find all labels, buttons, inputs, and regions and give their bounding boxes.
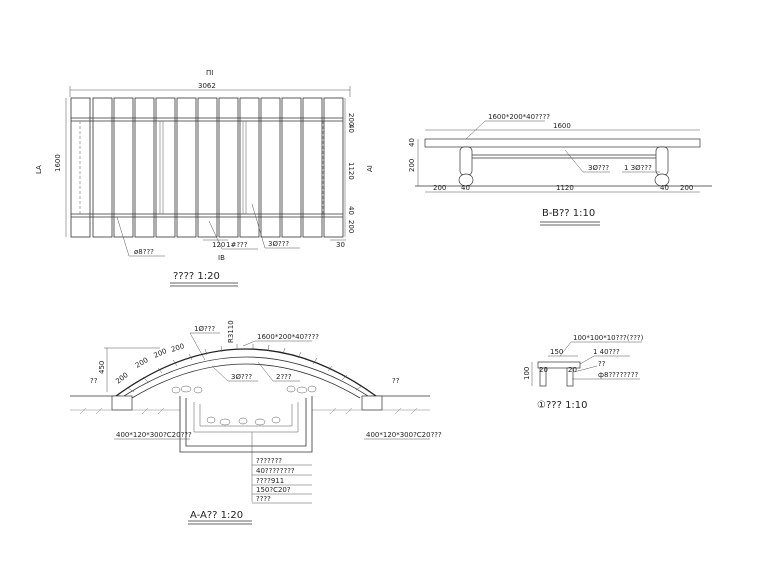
bb-note-middle: ЗØ??? bbox=[588, 164, 609, 172]
aa-arc-dim-4: 200 bbox=[170, 342, 185, 354]
plan-title: ???? 1:20 bbox=[173, 271, 220, 282]
aa-title: A-A?? 1:20 bbox=[190, 510, 243, 521]
aa-arc-dim-3: 200 bbox=[153, 347, 168, 360]
detail-1: 100*100*10???(???) 150 100 20 20 1 40???… bbox=[523, 334, 644, 411]
plan-note-3: 3Ø??? bbox=[268, 240, 289, 248]
bb-note-right: 1 ЗØ??? bbox=[624, 164, 652, 172]
plan-side-label-left: LA bbox=[35, 165, 43, 174]
aa-note-top-left: 1Ø??? bbox=[194, 325, 215, 333]
plan-side-label-right: AI bbox=[366, 165, 374, 172]
section-bb: 1600*200*40???? 1600 40 200 ЗØ??? 1 ЗØ??… bbox=[408, 113, 712, 226]
plan-right-dim-4: 40 bbox=[347, 206, 355, 215]
d1-dim-20a: 20 bbox=[539, 366, 548, 374]
aa-legend-3: ????911 bbox=[256, 477, 284, 485]
aa-legend-5: ???? bbox=[256, 495, 271, 503]
plan-right-dim-1: 200 bbox=[347, 113, 355, 126]
d1-note-2: ?? bbox=[598, 360, 606, 368]
plan-note-1: ø8??? bbox=[134, 248, 154, 256]
plan-right-dim-5: 200 bbox=[347, 220, 355, 233]
aa-note-mid-2: 2??? bbox=[276, 373, 292, 381]
aa-plank-note: 1600*200*40???? bbox=[257, 333, 319, 341]
plan-height-dim: 1600 bbox=[54, 154, 62, 172]
plan-bottom-dim-30: 30 bbox=[336, 241, 345, 249]
aa-dim-450: 450 bbox=[98, 361, 106, 374]
bb-top-dim: 1600 bbox=[553, 122, 571, 130]
aa-footing-left: 400*120*300?C20??? bbox=[116, 431, 192, 439]
plan-view: ΠΙ 3062 1600 LA AI bbox=[35, 69, 374, 287]
bb-bottom-dim-4: 40 bbox=[660, 184, 669, 192]
plan-right-dim-3: 1120 bbox=[347, 162, 355, 180]
aa-legend-2: 40???????? bbox=[256, 467, 295, 475]
aa-vertical-note: R3110 bbox=[227, 320, 235, 343]
d1-dim-150: 150 bbox=[550, 348, 563, 356]
aa-legend-1: ??????? bbox=[256, 457, 282, 465]
aa-footing-right: 400*120*300?C20??? bbox=[366, 431, 442, 439]
d1-title: ①??? 1:10 bbox=[537, 400, 588, 411]
d1-plank-note: 100*100*10???(???) bbox=[573, 334, 644, 342]
bb-height-dim-40: 40 bbox=[408, 138, 416, 147]
plan-bottom-dim-120: 120 bbox=[212, 241, 225, 249]
d1-dim-100: 100 bbox=[523, 367, 531, 380]
bb-height-dim-200: 200 bbox=[408, 159, 416, 172]
aa-right-label: ?? bbox=[392, 377, 400, 385]
plan-top-label: ΠΙ bbox=[206, 69, 213, 77]
aa-note-mid-1: 3Ø??? bbox=[231, 373, 252, 381]
plan-bottom-label: IB bbox=[218, 254, 225, 262]
plan-right-dim-2: 40 bbox=[347, 124, 355, 133]
bb-plank-note: 1600*200*40???? bbox=[488, 113, 550, 121]
bb-bottom-dim-3: 1120 bbox=[556, 184, 574, 192]
d1-dim-20b: 20 bbox=[568, 366, 577, 374]
aa-arc-dim-2: 200 bbox=[134, 356, 150, 370]
plan-width-dim: 3062 bbox=[198, 82, 216, 90]
aa-legend-4: 150?C20? bbox=[256, 486, 291, 494]
bb-title: B-B?? 1:10 bbox=[542, 208, 595, 219]
aa-left-label: ?? bbox=[90, 377, 98, 385]
bb-bottom-dim-2: 40 bbox=[461, 184, 470, 192]
plan-planks bbox=[70, 97, 344, 238]
d1-note-3: ф8???????? bbox=[598, 371, 638, 379]
aa-arc-dim-1: 200 bbox=[114, 371, 129, 386]
d1-note-1: 1 40??? bbox=[593, 348, 620, 356]
bb-bottom-dim-1: 200 bbox=[433, 184, 446, 192]
plan-note-2: 1#??? bbox=[226, 241, 248, 249]
section-aa: 1Ø??? R3110 1600*200*40???? 450 bbox=[70, 320, 442, 525]
bb-bottom-dim-5: 200 bbox=[680, 184, 693, 192]
